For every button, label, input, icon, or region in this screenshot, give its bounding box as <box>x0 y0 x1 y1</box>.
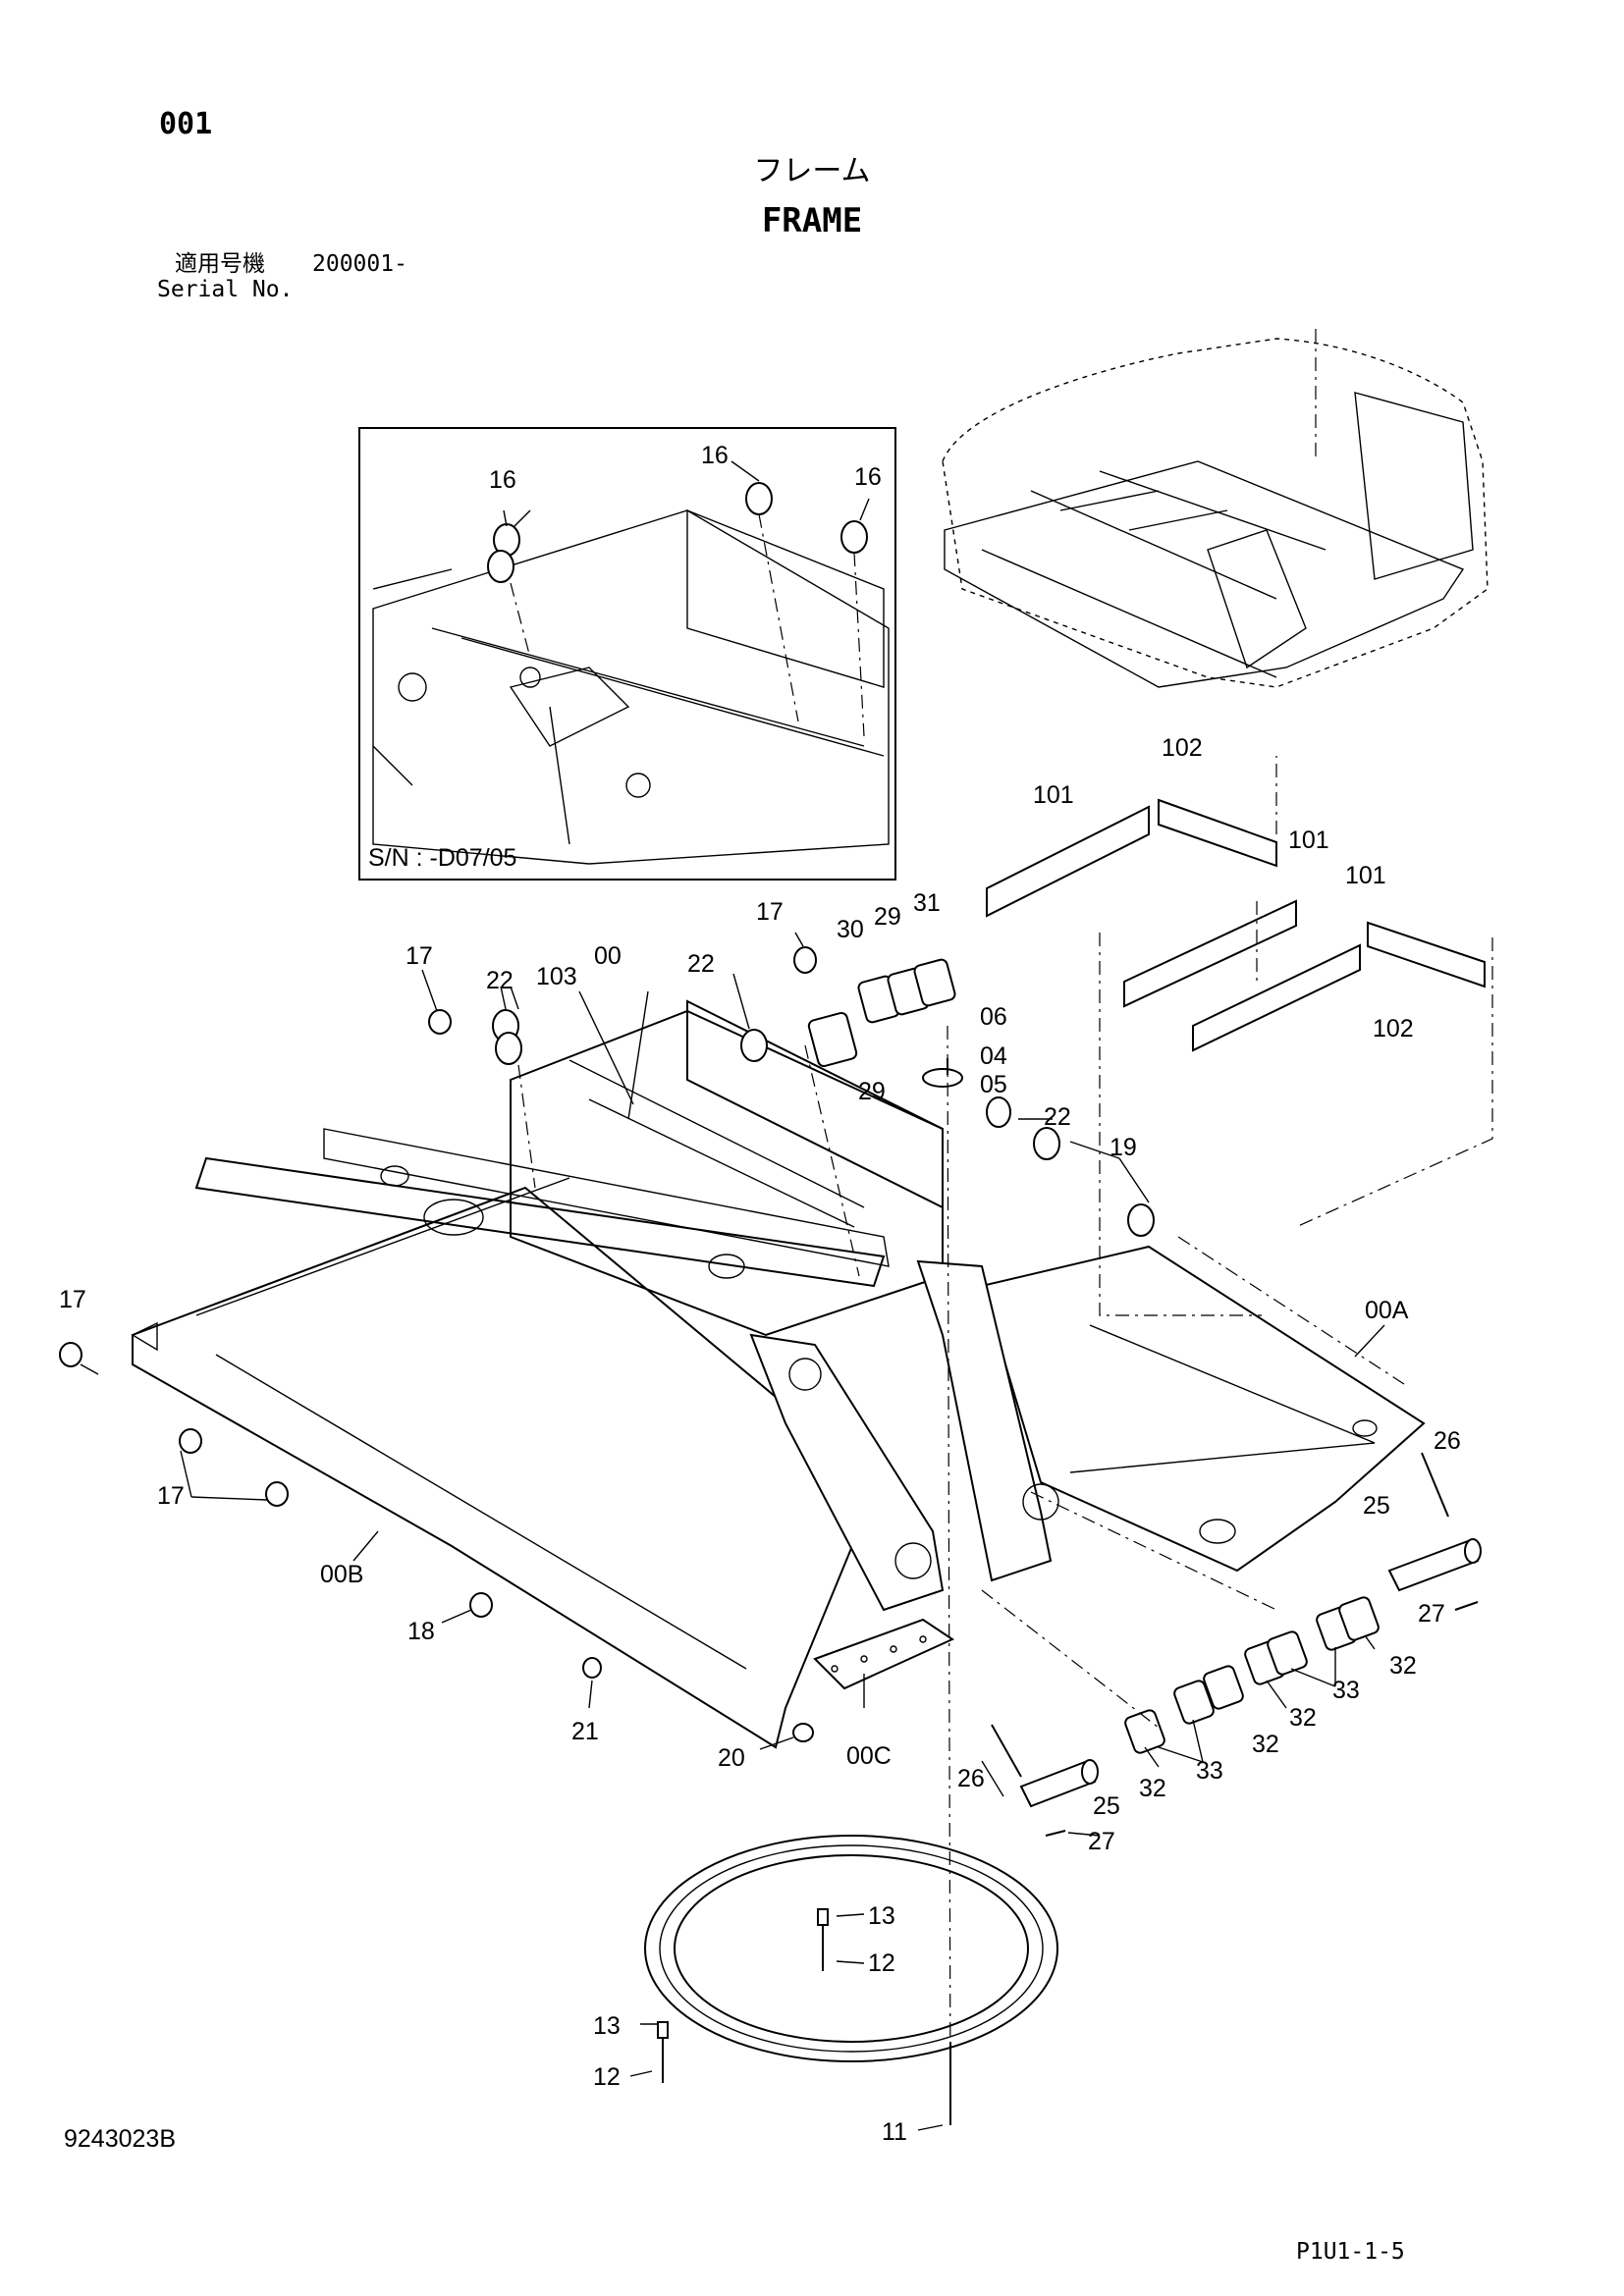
callout-21: 21 <box>571 1718 599 1745</box>
callout-16-b: 16 <box>701 442 729 469</box>
callout-12-b: 12 <box>593 2063 621 2091</box>
callout-32-a: 32 <box>1389 1652 1417 1680</box>
swing-bearing-ring <box>644 1835 1058 2125</box>
callout-11: 11 <box>882 2118 907 2146</box>
callout-19: 19 <box>1110 1134 1137 1161</box>
callout-31: 31 <box>913 889 941 917</box>
title-english: FRAME <box>761 201 863 240</box>
callout-101-a: 101 <box>1033 781 1074 809</box>
callout-00B: 00B <box>320 1561 363 1588</box>
callout-102-a: 102 <box>1162 734 1203 762</box>
page-number: 001 <box>159 107 213 141</box>
callout-103: 103 <box>536 963 577 990</box>
callout-17-d: 17 <box>157 1482 185 1510</box>
seals-and-small-parts <box>59 946 1482 2107</box>
callout-22-c: 22 <box>1044 1103 1071 1131</box>
callout-101-b: 101 <box>1288 827 1329 854</box>
callout-17-a: 17 <box>406 942 433 970</box>
callout-00C: 00C <box>846 1742 892 1770</box>
callout-33-a: 33 <box>1332 1677 1360 1704</box>
callout-05: 05 <box>980 1071 1007 1098</box>
callout-27-b: 27 <box>1088 1828 1115 1855</box>
callout-25-b: 25 <box>1093 1792 1120 1820</box>
callout-25-a: 25 <box>1363 1492 1390 1520</box>
serial-number: 200001- <box>312 251 407 277</box>
callout-29-b: 29 <box>858 1078 886 1105</box>
sheet-number: P1U1-1-5 <box>1296 2239 1405 2265</box>
callout-00: 00 <box>594 942 622 970</box>
callout-17-b: 17 <box>756 898 784 926</box>
serial-label-english: Serial No. <box>157 277 294 302</box>
callout-30: 30 <box>837 916 864 943</box>
plate-set <box>986 756 1493 1316</box>
callout-33-b: 33 <box>1196 1757 1223 1785</box>
callout-22-b: 22 <box>687 950 715 978</box>
callout-102-b: 102 <box>1373 1015 1414 1042</box>
callout-26-b: 26 <box>957 1765 985 1792</box>
callout-32-c: 32 <box>1252 1731 1279 1758</box>
main-frame <box>131 999 1426 1749</box>
serial-label-japanese: 適用号機 <box>175 251 265 277</box>
callouts <box>80 932 1385 2131</box>
callout-16-a: 16 <box>489 466 516 494</box>
callout-32-b: 32 <box>1289 1704 1317 1732</box>
callout-13-b: 13 <box>593 2012 621 2040</box>
inset-detail <box>358 427 896 881</box>
callout-27-a: 27 <box>1418 1600 1445 1628</box>
callout-12-a: 12 <box>868 1949 895 1977</box>
callout-18: 18 <box>407 1618 435 1645</box>
callout-26-a: 26 <box>1434 1427 1461 1455</box>
callout-04: 04 <box>980 1042 1007 1070</box>
inset-serial-label: S/N : -D07/05 <box>368 844 516 872</box>
drawing-number: 9243023B <box>64 2125 177 2153</box>
callout-29-a: 29 <box>874 903 901 931</box>
title-japanese: フレーム <box>753 154 871 188</box>
callout-22-a: 22 <box>486 967 514 994</box>
callout-20: 20 <box>718 1744 745 1772</box>
machine-overview-sketch <box>942 329 1489 688</box>
callout-101-c: 101 <box>1345 862 1386 889</box>
callout-00A: 00A <box>1365 1297 1409 1324</box>
callout-06: 06 <box>980 1003 1007 1031</box>
callout-13-a: 13 <box>868 1902 895 1930</box>
callout-17-c: 17 <box>59 1286 86 1313</box>
callout-32-d: 32 <box>1139 1775 1166 1802</box>
callout-16-c: 16 <box>854 463 882 491</box>
